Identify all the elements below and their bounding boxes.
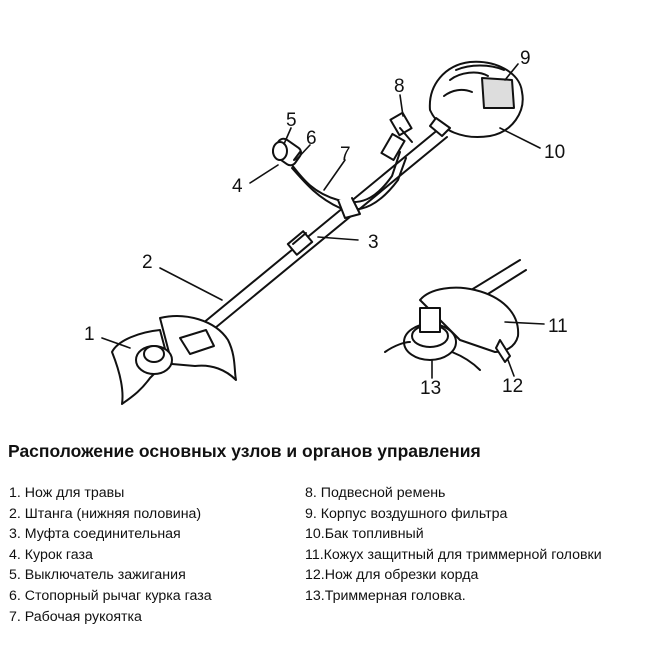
trimmer-inset xyxy=(384,259,527,371)
callout-7: 7 xyxy=(340,144,351,165)
legend-item: 11.Кожух защитный для триммерной головки xyxy=(305,546,602,563)
callout-2: 2 xyxy=(142,252,153,273)
callout-5: 5 xyxy=(286,110,297,131)
legend-item: 6. Стопорный рычаг курка газа xyxy=(9,587,212,604)
callout-11: 11 xyxy=(548,316,568,337)
page-title: Расположение основных узлов и органов уп… xyxy=(8,441,481,461)
engine xyxy=(428,60,524,138)
legend-left: 1. Нож для травы 2. Штанга (нижняя полов… xyxy=(9,483,212,627)
legend-item: 13.Триммерная головка. xyxy=(305,587,466,604)
legend-item: 7. Рабочая рукоятка xyxy=(9,608,142,625)
throttle-grip xyxy=(271,137,303,167)
callout-8: 8 xyxy=(394,76,405,97)
callout-10: 10 xyxy=(544,142,565,163)
legend-item: 5. Выключатель зажигания xyxy=(9,567,186,584)
callout-9: 9 xyxy=(520,48,531,69)
callout-13: 13 xyxy=(420,378,441,399)
strap-clip xyxy=(389,111,413,143)
legend-item: 1. Нож для травы xyxy=(9,485,125,501)
legend-item: 9. Корпус воздушного фильтра xyxy=(305,505,508,522)
legend-item: 4. Курок газа xyxy=(9,546,93,563)
legend-item: 10.Бак топливный xyxy=(305,526,424,543)
trimmer-diagram: 1 2 3 4 5 6 7 8 9 10 11 12 13 xyxy=(84,48,568,405)
legend-item: 3. Муфта соединительная xyxy=(9,526,181,543)
callout-1: 1 xyxy=(84,324,95,345)
legend-right: 8. Подвесной ремень 9. Корпус воздушного… xyxy=(305,483,602,607)
legend-item: 8. Подвесной ремень xyxy=(305,485,446,501)
coupling xyxy=(286,230,314,256)
legend-item: 2. Штанга (нижняя половина) xyxy=(9,505,202,522)
leader-lines xyxy=(101,63,545,379)
handle-bar xyxy=(287,132,407,219)
blade-head xyxy=(111,315,237,405)
callout-6: 6 xyxy=(306,128,317,149)
shaft xyxy=(184,127,448,348)
legend-item: 12.Нож для обрезки корда xyxy=(305,567,479,584)
callout-12: 12 xyxy=(502,376,523,397)
callout-3: 3 xyxy=(368,232,379,253)
callout-4: 4 xyxy=(232,176,243,197)
